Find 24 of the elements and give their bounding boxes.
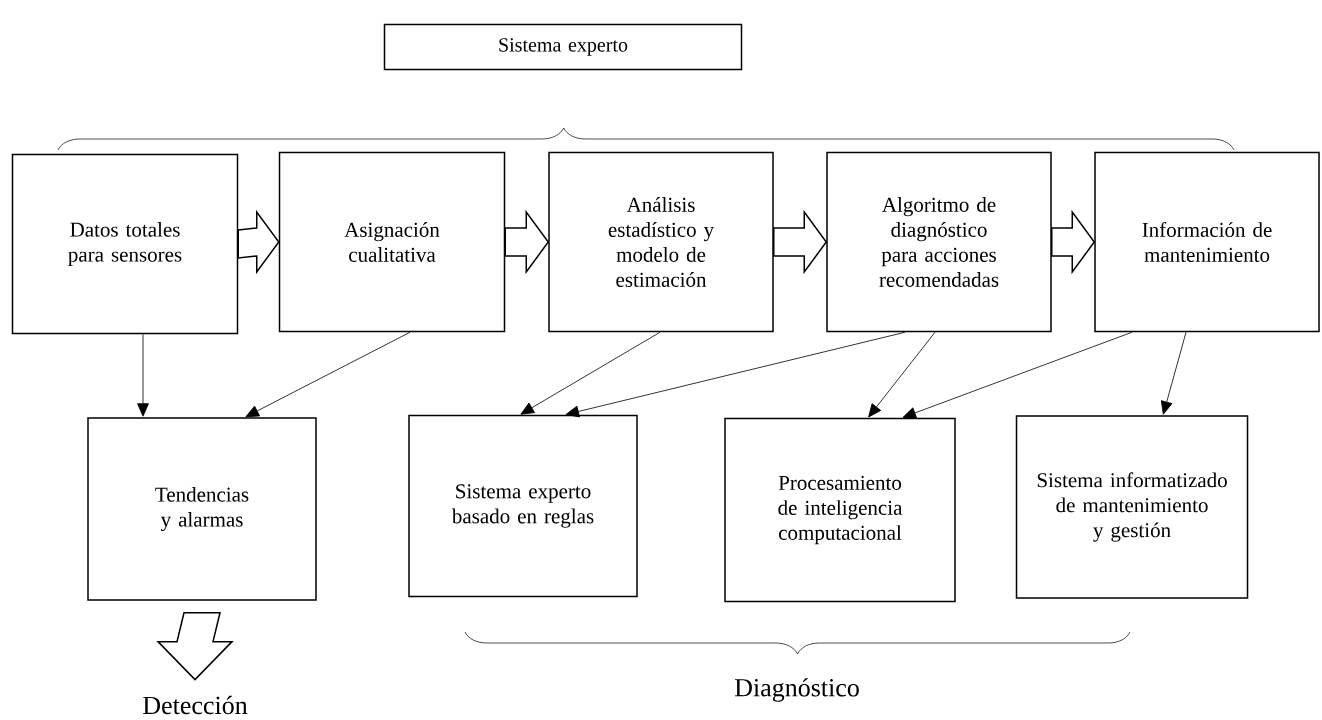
- process-box: Asignación cualitativa: [278, 151, 506, 333]
- arrow: [1160, 331, 1187, 415]
- process-box: Algoritmo de diagnóstico para acciones recomendadas: [826, 151, 1052, 333]
- group-label: Diagnóstico: [734, 678, 859, 702]
- process-box: Análisis estadístico y modelo de estimación: [548, 151, 774, 333]
- process-box: Sistema experto: [383, 23, 743, 71]
- arrow: [902, 331, 1133, 419]
- output-label: Detección: [143, 695, 248, 715]
- arrow: [137, 333, 149, 417]
- process-box: Procesamiento de inteligencia computacional: [724, 417, 956, 603]
- process-box: Sistema informatizado de mantenimiento y gestión: [1015, 415, 1249, 599]
- block-arrow: [237, 209, 280, 275]
- block-arrow: [1051, 209, 1096, 275]
- process-box: Sistema experto basado en reglas: [408, 414, 638, 598]
- arrow: [520, 331, 661, 415]
- block-arrow: [156, 612, 234, 681]
- block-arrow: [504, 209, 550, 275]
- arrow: [868, 331, 936, 418]
- process-box: Información de mantenimiento: [1094, 151, 1320, 333]
- process-box: Datos totales para sensores: [11, 153, 239, 335]
- block-arrow: [773, 209, 828, 275]
- process-box: Tendencias y alarmas: [87, 417, 317, 601]
- arrow: [565, 331, 906, 418]
- arrow: [245, 331, 411, 418]
